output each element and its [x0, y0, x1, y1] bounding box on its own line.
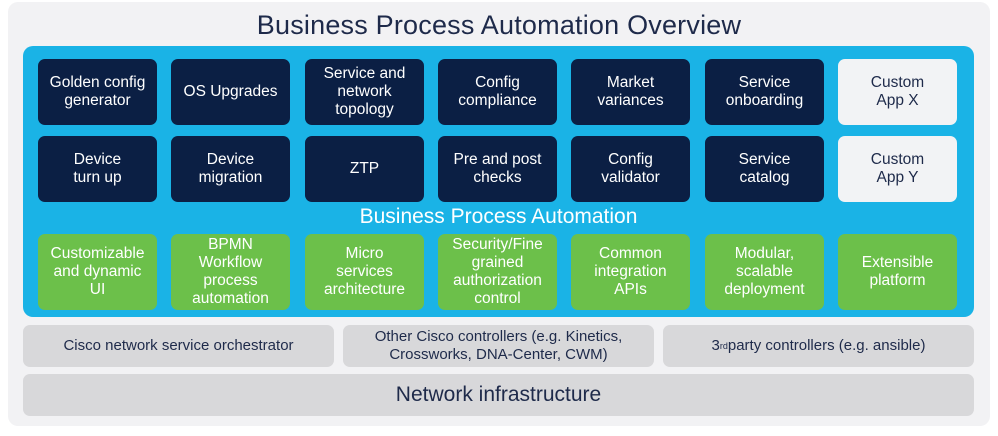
nso-controller-box: Cisco network service orchestrator	[23, 325, 334, 367]
third-party-text: party controllers (e.g. ansible)	[727, 337, 926, 354]
row2-tile: ZTP	[305, 136, 424, 202]
row2-tile: Service catalog	[705, 136, 824, 202]
feature-tile: Security/Fine grained authorization cont…	[438, 234, 557, 310]
row1-tile: Custom App X	[838, 59, 957, 125]
other-cisco-controllers-box: Other Cisco controllers (e.g. Kinetics, …	[343, 325, 654, 367]
row1-tile: Market variances	[571, 59, 690, 125]
row1-tile: Service and network topology	[305, 59, 424, 125]
feature-tile: Customizable and dynamic UI	[38, 234, 157, 310]
row1-tile: OS Upgrades	[171, 59, 290, 125]
feature-tile: Micro services architecture	[305, 234, 424, 310]
row2-tile: Config validator	[571, 136, 690, 202]
feature-tile: Extensible platform	[838, 234, 957, 310]
row2-tile: Device migration	[171, 136, 290, 202]
third-party-prefix: 3	[711, 337, 720, 354]
feature-tile: Common integration APIs	[571, 234, 690, 310]
feature-tile: BPMN Workflow process automation	[171, 234, 290, 310]
row2-tile: Custom App Y	[838, 136, 957, 202]
row2-tile: Device turn up	[38, 136, 157, 202]
row2-tile: Pre and post checks	[438, 136, 557, 202]
bpa-label: Business Process Automation	[359, 205, 638, 228]
network-infrastructure-bar: Network infrastructure	[23, 374, 974, 416]
row1-tile: Golden config generator	[38, 59, 157, 125]
row1-tile: Service onboarding	[705, 59, 824, 125]
row1-tile: Config compliance	[438, 59, 557, 125]
feature-tile: Modular, scalable deployment	[705, 234, 824, 310]
diagram-title: Business Process Automation Overview	[256, 10, 742, 40]
